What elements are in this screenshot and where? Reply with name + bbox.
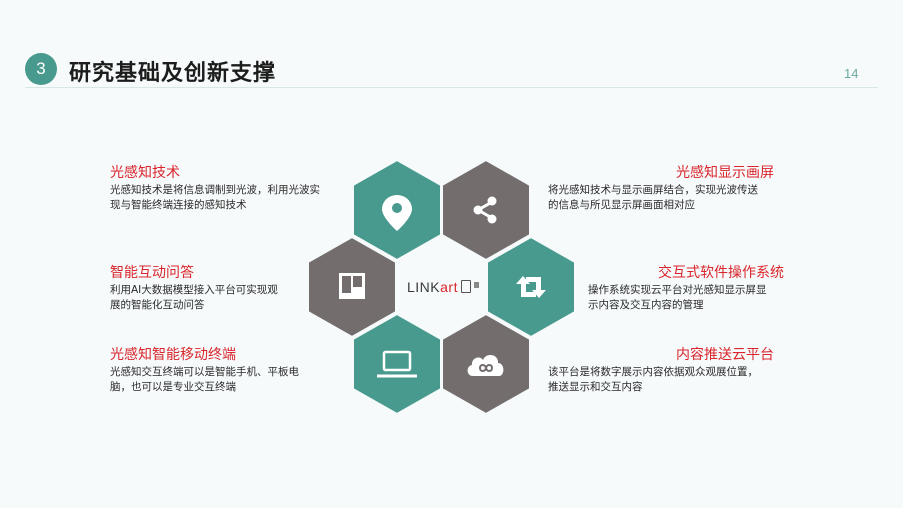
feature-smart-qa: 智能互动问答 利用AI大数据模型接入平台可实现观 展的智能化互动问答 (110, 264, 310, 313)
logo-text-link: LINK (407, 279, 441, 295)
feature-description-line: 操作系统实现云平台对光感知显示屏显 (588, 284, 767, 296)
screen-device-icon (473, 282, 479, 288)
feature-title: 光感知显示画屏 (676, 165, 774, 181)
feature-description-line: 该平台是将数字展示内容依据观众观展位置， (548, 366, 758, 378)
feature-light-sensing-tech: 光感知技术 光感知技术是将信息调制到光波，利用光波实 现与智能终端连接的感知技术 (110, 164, 350, 213)
feature-description-line: 示内容及交互内容的管理 (588, 299, 704, 311)
hexagon-right (486, 235, 576, 339)
header-divider (25, 87, 878, 88)
feature-description-line: 的信息与所见显示屏画面相对应 (548, 199, 695, 211)
repeat-arrows-icon (516, 276, 546, 298)
feature-description-line: 利用AI大数据模型接入平台可实现观 (110, 284, 278, 296)
feature-title: 光感知技术 (110, 165, 180, 181)
page-title: 研究基础及创新支撑 (69, 61, 277, 86)
phone-device-icon (460, 280, 471, 293)
hexagon-bottom-right (441, 312, 531, 416)
feature-title: 智能互动问答 (110, 265, 194, 281)
logo-text-art: art (440, 279, 458, 295)
share-icon (473, 196, 497, 224)
location-pin-icon (382, 195, 412, 231)
feature-description-line: 光感知技术是将信息调制到光波，利用光波实 (110, 184, 320, 196)
cloud-infinity-icon (467, 354, 504, 376)
feature-title: 交互式软件操作系统 (658, 265, 784, 281)
feature-title: 光感知智能移动终端 (110, 347, 236, 363)
hexagon-top-right (441, 158, 531, 262)
linkart-logo: LINKart (407, 279, 479, 295)
laptop-icon (377, 350, 417, 378)
board-layout-icon (339, 273, 365, 299)
feature-content-push-cloud: 内容推送云平台 该平台是将数字展示内容依据观众观展位置， 推送显示和交互内容 (548, 346, 774, 395)
feature-title: 内容推送云平台 (676, 347, 774, 363)
section-number-badge: 3 (25, 53, 57, 85)
page-number: 14 (844, 66, 859, 81)
feature-display-screen: 光感知显示画屏 将光感知技术与显示画屏结合，实现光波传送 的信息与所见显示屏画面… (548, 164, 774, 213)
feature-interactive-os: 交互式软件操作系统 操作系统实现云平台对光感知显示屏显 示内容及交互内容的管理 (588, 264, 784, 313)
hexagon-bottom-left (352, 312, 442, 416)
feature-description-line: 推送显示和交互内容 (548, 381, 643, 393)
feature-description-line: 光感知交互终端可以是智能手机、平板电 (110, 366, 299, 378)
feature-description-line: 脑，也可以是专业交互终端 (110, 381, 236, 393)
feature-description-line: 将光感知技术与显示画屏结合，实现光波传送 (548, 184, 758, 196)
hexagon-left (307, 235, 397, 339)
feature-description-line: 展的智能化互动问答 (110, 299, 205, 311)
feature-description-line: 现与智能终端连接的感知技术 (110, 199, 247, 211)
feature-mobile-terminal: 光感知智能移动终端 光感知交互终端可以是智能手机、平板电 脑，也可以是专业交互终… (110, 346, 330, 395)
